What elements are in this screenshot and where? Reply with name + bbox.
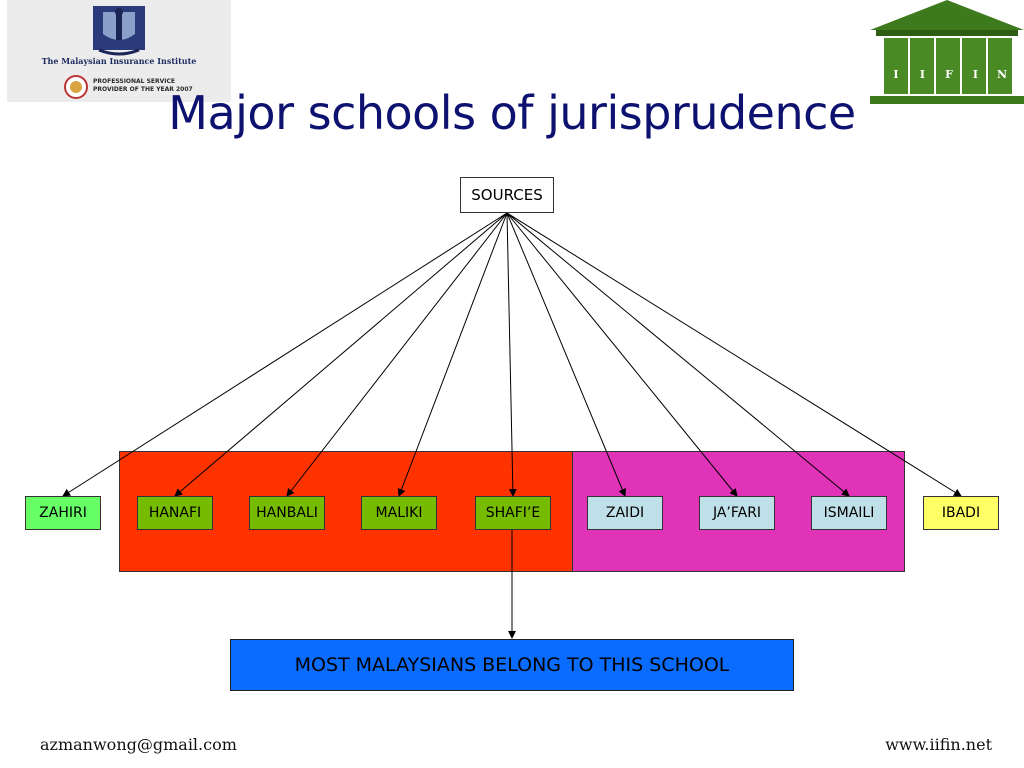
award-badge-icon [64,75,88,99]
award-line-2: PROVIDER OF THE YEAR 2007 [93,86,193,93]
iifin-letters: I I F I N [884,68,1014,81]
footer-email[interactable]: azmanwong@gmail.com [40,735,237,754]
award-line-1: PROFESSIONAL SERVICE [93,78,176,85]
iifin-logo-icon [870,0,1024,104]
connector-line [506,212,962,497]
iifin-letter: N [996,68,1008,81]
connector-line [506,212,517,497]
school-box: HANAFI [137,496,213,530]
connector-line [174,212,508,497]
school-box: IBADI [923,496,999,530]
connector-line [286,212,508,497]
award-text: PROFESSIONAL SERVICE PROVIDER OF THE YEA… [93,78,223,94]
connector-line [506,212,738,497]
school-box: ISMAILI [811,496,887,530]
school-box: MALIKI [361,496,437,530]
mii-logo: The Malaysian Insurance Institute PROFES… [7,0,231,102]
connector-line [397,212,508,497]
school-box: SHAFI’E [475,496,551,530]
footer-website[interactable]: www.iifin.net [885,735,992,754]
page-title: Major schools of jurisprudence [168,86,856,140]
school-box: ZAHIRI [25,496,101,530]
school-box: ZAIDI [587,496,663,530]
school-box: HANBALI [249,496,325,530]
iifin-letter: I [972,68,979,81]
mii-emblem-icon [93,6,145,56]
iifin-letter: I [919,68,926,81]
iifin-letter: I [893,68,899,81]
institute-name: The Malaysian Insurance Institute [41,56,197,66]
note-box: MOST MALAYSIANS BELONG TO THIS SCHOOL [230,639,794,691]
connector-line [506,212,850,497]
connector-line [506,212,626,497]
school-box: JA’FARI [699,496,775,530]
connector-line [62,212,508,497]
iifin-letter: F [945,68,953,81]
sources-box: SOURCES [460,177,554,213]
